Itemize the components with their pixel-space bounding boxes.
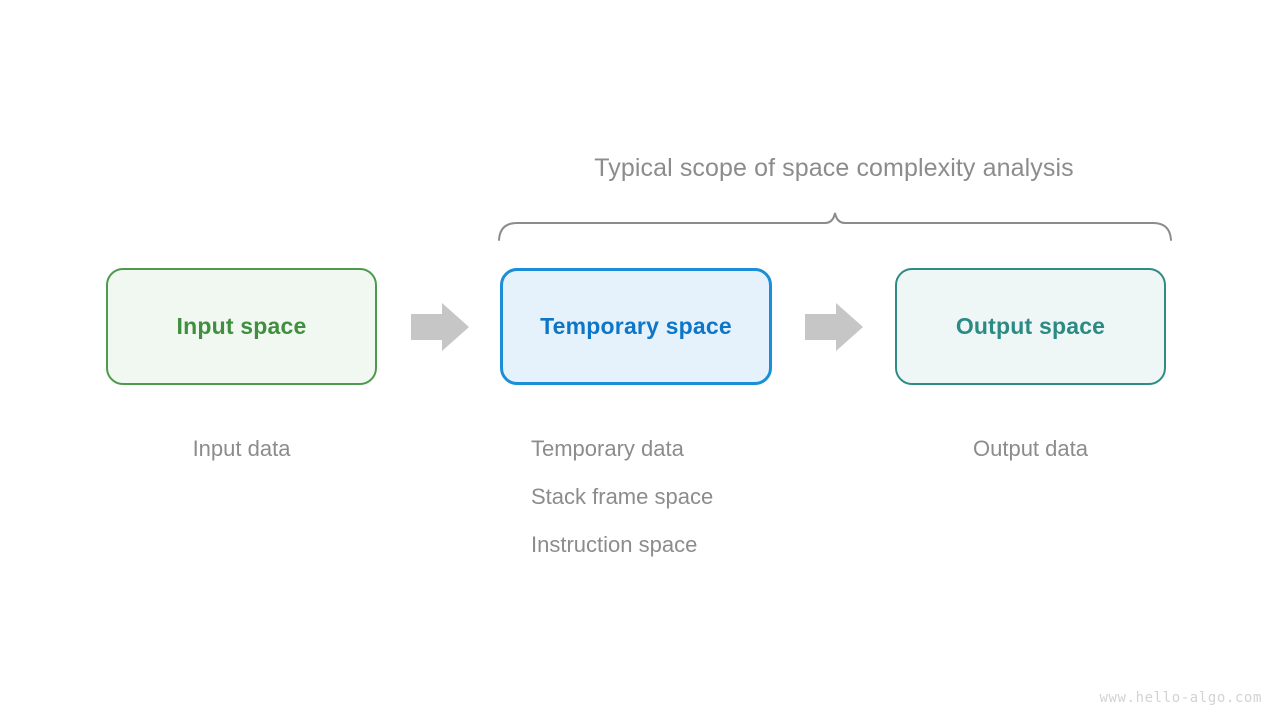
box-temporary-space-label: Temporary space [540, 313, 732, 339]
scope-title: Typical scope of space complexity analys… [594, 154, 1074, 182]
caption-stack-frame-space: Stack frame space [531, 484, 714, 509]
box-input-space[interactable]: Input space [106, 268, 377, 385]
scope-brace-icon [498, 212, 1172, 241]
arrow-right-icon [411, 303, 469, 351]
arrow-right-icon [805, 303, 863, 351]
caption-instruction-space: Instruction space [531, 532, 698, 557]
caption-output-data: Output data [973, 436, 1088, 461]
caption-group-output: Output data [895, 425, 1166, 473]
box-input-space-label: Input space [176, 313, 307, 339]
box-output-space[interactable]: Output space [895, 268, 1166, 385]
watermark: www.hello-algo.com [1099, 690, 1262, 706]
caption-temporary-data: Temporary data [531, 436, 684, 461]
box-temporary-space[interactable]: Temporary space [500, 268, 772, 385]
caption-input-data: Input data [192, 436, 291, 461]
caption-group-temporary: Temporary data Stack frame space Instruc… [531, 425, 713, 569]
box-output-space-label: Output space [955, 313, 1106, 339]
caption-group-input: Input data [106, 425, 377, 473]
